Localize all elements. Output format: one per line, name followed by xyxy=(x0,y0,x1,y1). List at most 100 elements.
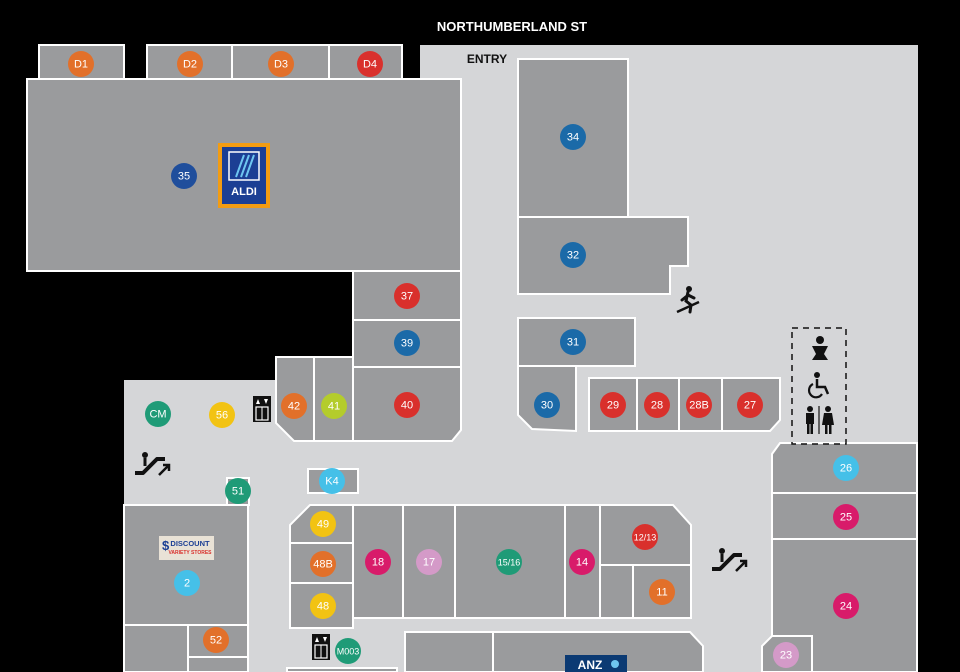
store-marker-48b[interactable]: 48B xyxy=(310,551,336,577)
entry-label: ENTRY xyxy=(467,52,507,66)
store-marker-cm[interactable]: CM xyxy=(145,401,171,427)
store-marker-circle xyxy=(833,455,859,481)
store-marker-k4[interactable]: K4 xyxy=(319,468,345,494)
store-marker-circle xyxy=(310,593,336,619)
store-marker-41[interactable]: 41 xyxy=(321,393,347,419)
anz-logo: ANZ xyxy=(565,655,627,672)
store-marker-circle xyxy=(319,468,345,494)
store-marker-d3[interactable]: D3 xyxy=(268,51,294,77)
store-marker-circle xyxy=(365,549,391,575)
store-marker-11[interactable]: 11 xyxy=(649,579,675,605)
store-marker-label: 32 xyxy=(567,250,579,262)
store-marker-circle xyxy=(416,549,442,575)
store-marker-circle xyxy=(737,392,763,418)
store-marker-label: 29 xyxy=(607,400,619,412)
store-marker-2[interactable]: 2 xyxy=(174,570,200,596)
store-marker-label: 34 xyxy=(567,132,579,144)
store-markers: D1 D2 D3 D4 35 34 32 37 39 40 31 30 29 28 28B 27 CM 56 42 4… xyxy=(68,51,859,668)
store-marker-39[interactable]: 39 xyxy=(394,330,420,356)
lift-icon xyxy=(312,634,330,660)
store-marker-circle xyxy=(310,511,336,537)
store-marker-circle xyxy=(773,642,799,668)
store-marker-label: 52 xyxy=(210,635,222,647)
lift-icon xyxy=(253,396,271,422)
store-marker-d2[interactable]: D2 xyxy=(177,51,203,77)
store-marker-49[interactable]: 49 xyxy=(310,511,336,537)
toilets-icon xyxy=(806,406,834,434)
store-marker-31[interactable]: 31 xyxy=(560,329,586,355)
store-marker-circle xyxy=(560,124,586,150)
store-marker-48[interactable]: 48 xyxy=(310,593,336,619)
svg-text:ANZ: ANZ xyxy=(578,658,603,672)
store-marker-35[interactable]: 35 xyxy=(171,163,197,189)
store-marker-label: 28 xyxy=(651,400,663,412)
store-marker-label: 11 xyxy=(656,587,667,599)
store-marker-24[interactable]: 24 xyxy=(833,593,859,619)
store-marker-circle xyxy=(203,627,229,653)
store-marker-15-16[interactable]: 15/16 xyxy=(496,549,522,575)
store-marker-28[interactable]: 28 xyxy=(644,392,670,418)
store-marker-circle xyxy=(686,392,712,418)
store-marker-circle xyxy=(560,329,586,355)
store-marker-circle xyxy=(394,392,420,418)
store-marker-circle xyxy=(321,393,347,419)
escalator-icon xyxy=(135,452,171,476)
store-marker-37[interactable]: 37 xyxy=(394,283,420,309)
store-marker-label: 39 xyxy=(401,338,413,350)
store-marker-circle xyxy=(833,504,859,530)
store-marker-40[interactable]: 40 xyxy=(394,392,420,418)
store-marker-circle xyxy=(394,283,420,309)
store-marker-circle xyxy=(281,393,307,419)
store-marker-label: 56 xyxy=(216,410,228,422)
store-marker-34[interactable]: 34 xyxy=(560,124,586,150)
store-marker-label: 2 xyxy=(184,578,190,590)
store-marker-circle xyxy=(177,51,203,77)
store-marker-18[interactable]: 18 xyxy=(365,549,391,575)
store-marker-circle xyxy=(209,402,235,428)
store-marker-circle xyxy=(496,549,522,575)
store-marker-51[interactable]: 51 xyxy=(225,478,251,504)
store-marker-26[interactable]: 26 xyxy=(833,455,859,481)
store-marker-30[interactable]: 30 xyxy=(534,392,560,418)
store-marker-label: K4 xyxy=(325,476,338,488)
store-marker-label: 48B xyxy=(313,559,333,571)
store-marker-circle xyxy=(225,478,251,504)
store-marker-circle xyxy=(833,593,859,619)
store-marker-d1[interactable]: D1 xyxy=(68,51,94,77)
store-marker-label: D4 xyxy=(363,59,377,71)
store-marker-14[interactable]: 14 xyxy=(569,549,595,575)
store-marker-17[interactable]: 17 xyxy=(416,549,442,575)
store-marker-label: 40 xyxy=(401,400,413,412)
store-marker-29[interactable]: 29 xyxy=(600,392,626,418)
store-marker-27[interactable]: 27 xyxy=(737,392,763,418)
baby-change-icon xyxy=(812,336,828,360)
store-marker-circle xyxy=(394,330,420,356)
store-marker-12-13[interactable]: 12/13 xyxy=(632,524,658,550)
store-marker-circle xyxy=(145,401,171,427)
svg-text:ALDI: ALDI xyxy=(231,186,257,198)
store-marker-label: 41 xyxy=(328,401,340,413)
store-marker-circle xyxy=(68,51,94,77)
store-marker-d4[interactable]: D4 xyxy=(357,51,383,77)
store-marker-32[interactable]: 32 xyxy=(560,242,586,268)
store-marker-label: 28B xyxy=(689,400,709,412)
store-marker-label: 27 xyxy=(744,400,756,412)
store-marker-28b[interactable]: 28B xyxy=(686,392,712,418)
store-marker-52[interactable]: 52 xyxy=(203,627,229,653)
store-marker-label: 25 xyxy=(840,512,852,524)
store-marker-23[interactable]: 23 xyxy=(773,642,799,668)
store-marker-label: 30 xyxy=(541,400,553,412)
store-marker-circle xyxy=(171,163,197,189)
store-marker-circle xyxy=(644,392,670,418)
store-marker-label: 24 xyxy=(840,601,852,613)
store-marker-label: M003 xyxy=(337,647,360,657)
store-marker-25[interactable]: 25 xyxy=(833,504,859,530)
store-marker-m003[interactable]: M003 xyxy=(335,638,361,664)
store-marker-circle xyxy=(569,549,595,575)
facilities-box xyxy=(791,327,847,445)
store-marker-56[interactable]: 56 xyxy=(209,402,235,428)
store-marker-label: 18 xyxy=(372,557,384,569)
escalator-icon xyxy=(712,548,748,572)
street-name: NORTHUMBERLAND ST xyxy=(437,19,587,34)
store-marker-42[interactable]: 42 xyxy=(281,393,307,419)
